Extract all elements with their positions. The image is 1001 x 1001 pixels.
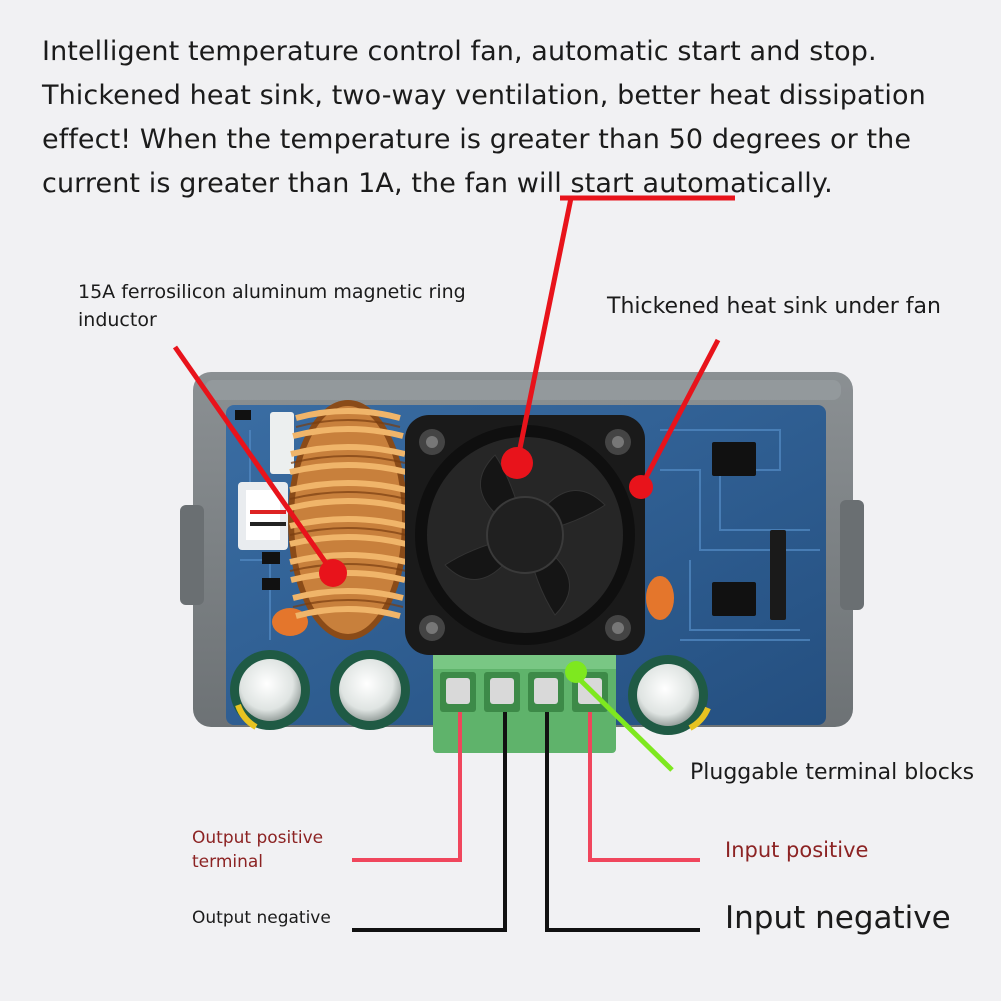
inductor-label: 15A ferrosilicon aluminum magnetic ring … — [78, 281, 466, 331]
input-positive-label: Input positive — [725, 838, 869, 862]
annotation-pointers — [172, 195, 735, 772]
terminal-blocks-label: Pluggable terminal blocks — [690, 760, 975, 785]
output-negative-label: Output negative — [192, 908, 331, 928]
wiring-lines — [352, 712, 700, 932]
cooling-fan — [405, 415, 645, 655]
electrolytic-capacitors — [230, 650, 711, 735]
output-positive-label: Output positive terminal — [192, 828, 324, 872]
intro-description: Intelligent temperature control fan, aut… — [42, 36, 926, 199]
jst-connector — [238, 412, 294, 550]
ic-chips — [235, 410, 786, 620]
heatsink-label: Thickened heat sink under fan — [607, 294, 941, 319]
input-negative-label: Input negative — [725, 900, 951, 936]
inductor-coil — [288, 400, 408, 640]
